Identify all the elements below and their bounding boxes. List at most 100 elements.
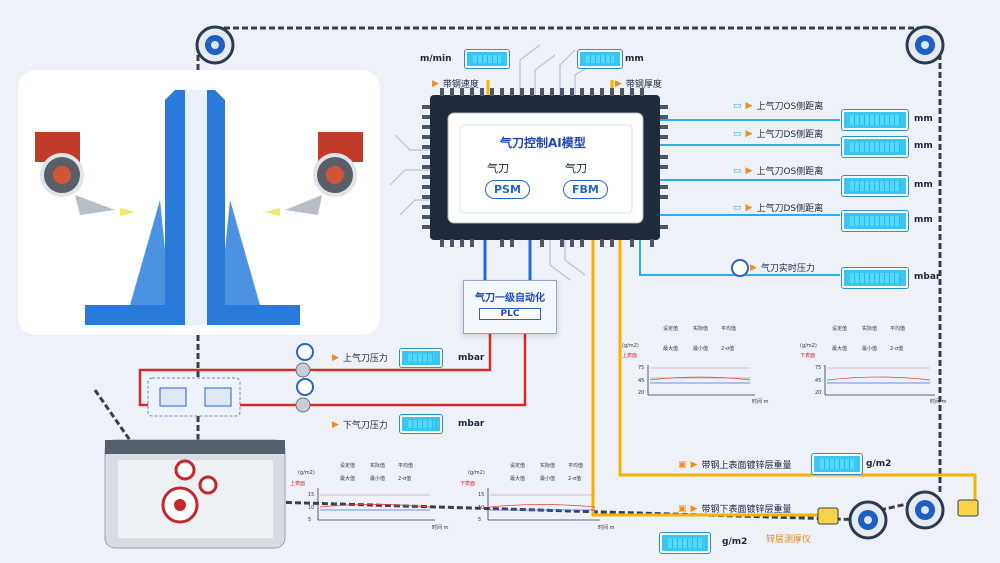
strip-thickness-label: ▶带钢厚度	[615, 77, 662, 91]
plc-button[interactable]: PLC	[479, 308, 541, 320]
arrow-icon: ▶	[615, 78, 622, 89]
strip-speed-label: ▶带钢速度	[432, 77, 479, 91]
gauge-head-right	[957, 499, 979, 517]
image-icon: ▣	[678, 459, 687, 470]
mini4-btn-average: 平均值	[568, 463, 584, 469]
lower-knife-unit: mbar	[458, 419, 485, 429]
arrow-icon: ▶	[432, 78, 439, 89]
mini2-xlabel: 时间 m	[930, 399, 947, 405]
arrow-icon: ▶	[745, 100, 753, 111]
row-text-1: 上气刀OS侧距离	[756, 102, 824, 112]
mini2-yunit: (g/m2)	[800, 343, 817, 349]
mini4-yunit: (g/m2)	[468, 470, 485, 476]
strip-speed-display	[465, 50, 509, 68]
mini4-ytick: 10	[478, 505, 485, 511]
top-right-unit: mm	[625, 54, 644, 64]
mini3-yunit: (g/m2)	[298, 470, 315, 476]
arrow-icon: ▶	[690, 503, 698, 514]
upper-gas-knife-left	[35, 132, 115, 215]
row-unit-3: mm	[914, 180, 933, 190]
mini3-btn-average: 平均值	[398, 463, 414, 469]
upper-coating-display	[812, 454, 862, 474]
mini2-btn-min: 最小值	[862, 346, 878, 352]
fbm-button[interactable]: FBM	[563, 180, 608, 199]
gauge-name: 锌层测厚仪	[766, 535, 812, 545]
mini1-btn-sigma: 2-σ值	[721, 346, 735, 352]
mini4-btn-setpoint: 设定值	[510, 463, 526, 469]
pressure-display	[842, 268, 908, 288]
mini3-btn-actual: 实际值	[370, 463, 386, 469]
valve-upper	[295, 362, 311, 378]
row-label-1: ▭▶上气刀OS侧距离	[733, 99, 824, 113]
mini1-btn-min: 最小值	[693, 346, 709, 352]
lower-coating-unit: g/m2	[722, 537, 748, 547]
roller-bottom-right-2	[905, 490, 945, 530]
mini4-btn-sigma: 2-σ值	[568, 476, 582, 482]
gas-knife-illustration-panel	[18, 70, 380, 335]
mini2-btn-sigma: 2-σ值	[890, 346, 904, 352]
lower-gauge-icon	[296, 378, 314, 396]
roller-top-left	[195, 25, 235, 65]
mini3-btn-min: 最小值	[370, 476, 386, 482]
ruler-icon: ▭	[733, 202, 742, 213]
strip-speed-text: 带钢速度	[442, 80, 479, 90]
upper-coating-label: ▣▶带钢上表面镀锌层重量	[678, 458, 791, 472]
psm-button[interactable]: PSM	[485, 180, 530, 199]
upper-knife-pressure-text: 上气刀压力	[342, 354, 388, 364]
row-label-4: ▭▶上气刀DS侧距离	[733, 201, 824, 215]
mini1-ytick: 45	[638, 378, 645, 384]
upper-knife-pressure-display	[400, 349, 442, 367]
arrow-icon: ▶	[745, 165, 753, 176]
row-unit-2: mm	[914, 141, 933, 151]
lower-coating-display	[660, 533, 710, 553]
gauge-head-left	[817, 507, 839, 525]
mini1-btn-actual: 实际值	[693, 326, 709, 332]
upper-knife-unit: mbar	[458, 353, 485, 363]
mini1-series: 上表面	[622, 353, 638, 359]
pressure-gauge-icon	[731, 259, 749, 277]
row-text-4: 上气刀DS侧距离	[756, 204, 824, 214]
mini4-ytick: 5	[478, 517, 482, 523]
ruler-icon: ▭	[733, 128, 742, 139]
row-unit-1: mm	[914, 114, 933, 124]
mini3-xlabel: 时间 m	[432, 525, 449, 531]
mini3-btn-max: 最大值	[340, 476, 356, 482]
mini-chart-2	[824, 365, 935, 396]
top-left-unit: m/min	[420, 54, 452, 64]
mini3-btn-setpoint: 设定值	[340, 463, 356, 469]
mini1-btn-setpoint: 设定值	[663, 326, 679, 332]
upper-coating-unit: g/m2	[866, 459, 892, 469]
ai-chip	[422, 88, 668, 247]
arrow-icon: ▶	[332, 419, 339, 430]
row-label-3: ▭▶上气刀OS侧距离	[733, 164, 824, 178]
row-display-4	[842, 211, 908, 231]
mini2-btn-average: 平均值	[890, 326, 906, 332]
mini-chart-3	[317, 488, 435, 521]
row-text-2: 上气刀DS侧距离	[756, 130, 824, 140]
chip-title: 气刀控制AI模型	[500, 136, 586, 150]
pressure-text: 气刀实时压力	[760, 264, 815, 274]
row-text-3: 上气刀OS侧距离	[756, 167, 824, 177]
valve-lower	[295, 397, 311, 413]
row-label-2: ▭▶上气刀DS侧距离	[733, 127, 824, 141]
chip-right-label: 气刀	[565, 162, 587, 175]
upper-knife-pressure-label: ▶上气刀压力	[332, 351, 388, 365]
row-display-3	[842, 176, 908, 196]
image-icon: ▣	[678, 503, 687, 514]
mini3-btn-sigma: 2-σ值	[398, 476, 412, 482]
mini2-btn-setpoint: 设定值	[832, 326, 848, 332]
mini4-btn-min: 最小值	[540, 476, 556, 482]
roller-bottom-right-1	[848, 500, 888, 540]
ruler-icon: ▭	[733, 165, 742, 176]
mini1-btn-average: 平均值	[721, 326, 737, 332]
mini4-btn-actual: 实际值	[540, 463, 556, 469]
mini2-btn-actual: 实际值	[862, 326, 878, 332]
arrow-icon: ▶	[690, 459, 698, 470]
mini4-xlabel: 时间 m	[598, 525, 615, 531]
row-display-1	[842, 110, 908, 130]
lower-knife-pressure-label: ▶下气刀压力	[332, 418, 388, 432]
mini-chart-4	[487, 488, 600, 521]
zinc-pot	[104, 439, 286, 549]
mini3-ytick: 5	[308, 517, 312, 523]
